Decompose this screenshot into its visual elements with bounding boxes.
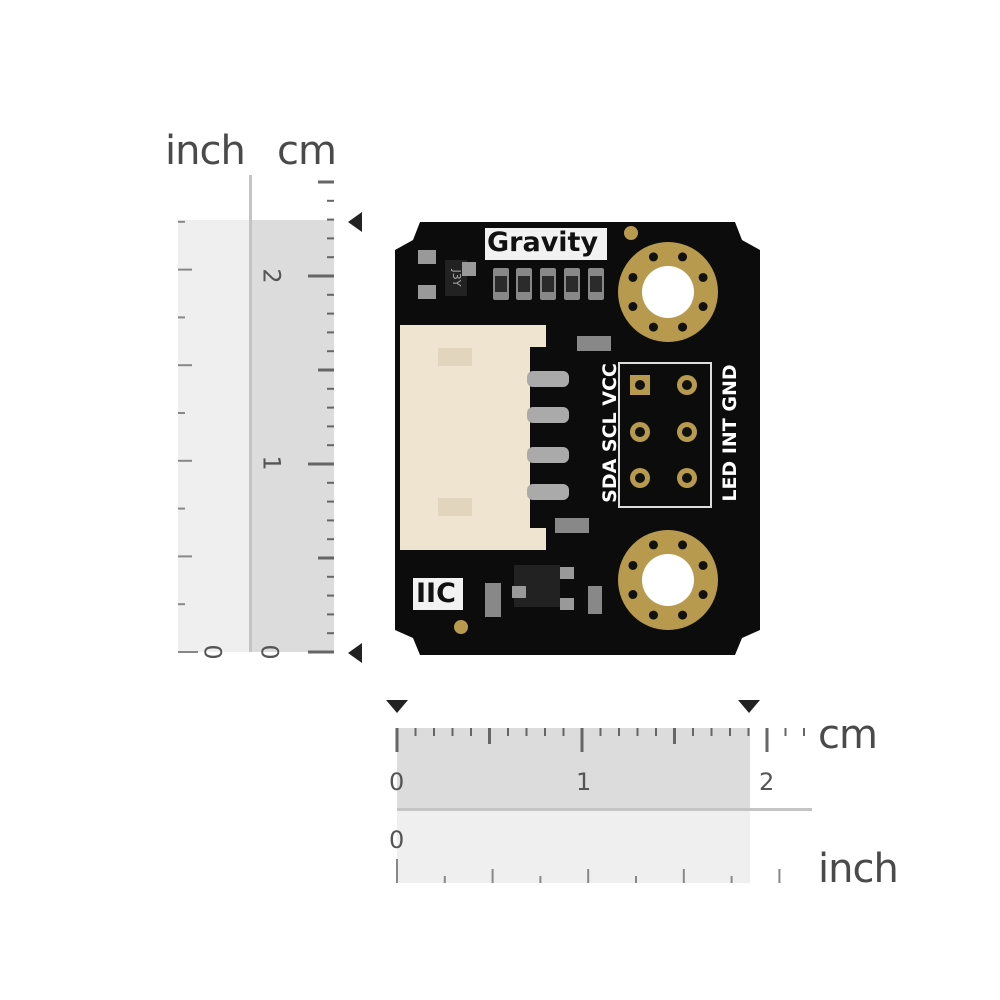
via-hole — [628, 590, 638, 600]
pin-header-outline — [618, 362, 712, 508]
via-hole — [648, 252, 658, 262]
vertical-cm-label: cm — [277, 128, 337, 174]
fiducial-top — [624, 226, 638, 240]
via-hole — [628, 272, 638, 282]
capacitor-3 — [485, 583, 501, 617]
transistor-top — [418, 250, 476, 299]
capacitor — [577, 336, 611, 351]
via-hole — [678, 322, 688, 332]
via-hole — [698, 302, 708, 312]
horizontal-cm-band — [397, 728, 750, 810]
horizontal-cm-number-0: 0 — [389, 768, 405, 796]
capacitor-2 — [555, 518, 589, 533]
fiducial-bottom — [454, 620, 468, 634]
mounting-hole-top — [618, 242, 718, 342]
brand-label-bg — [485, 228, 607, 260]
transistor-bottom — [512, 565, 574, 610]
marker-left-icon — [386, 700, 408, 713]
vertical-ruler — [178, 220, 334, 652]
via-hole — [648, 540, 658, 550]
via-hole — [678, 540, 688, 550]
interface-label: IIC — [416, 578, 456, 609]
mounting-hole-bottom — [618, 530, 718, 630]
via-hole — [698, 272, 708, 282]
horizontal-cm-number-2: 2 — [759, 768, 775, 796]
via-hole — [628, 560, 638, 570]
horizontal-inch-label: inch — [818, 846, 899, 892]
horizontal-inch-number-0: 0 — [389, 826, 405, 854]
via-hole — [628, 302, 638, 312]
via-hole — [648, 610, 658, 620]
inch-band — [178, 220, 250, 652]
resistor-bodies — [495, 276, 602, 292]
cm-band — [250, 220, 334, 652]
horizontal-cm-label: cm — [818, 712, 878, 758]
horizontal-cm-number-1: 1 — [576, 768, 592, 796]
marker-top-icon — [348, 212, 362, 232]
horizontal-inch-band — [397, 810, 750, 883]
iic-label-bg — [413, 578, 463, 610]
connector — [400, 325, 569, 550]
marker-right-icon — [738, 700, 760, 713]
via-hole — [698, 590, 708, 600]
via-hole — [678, 610, 688, 620]
via-hole — [678, 252, 688, 262]
vertical-ruler-divider — [249, 175, 252, 652]
vertical-inch-label: inch — [165, 128, 246, 174]
brand-label: Gravity — [487, 227, 599, 258]
resistor-bottom — [588, 586, 602, 614]
via-hole — [698, 560, 708, 570]
horizontal-ruler-divider — [397, 808, 812, 811]
via-hole — [648, 322, 658, 332]
marker-bottom-icon — [348, 643, 362, 663]
